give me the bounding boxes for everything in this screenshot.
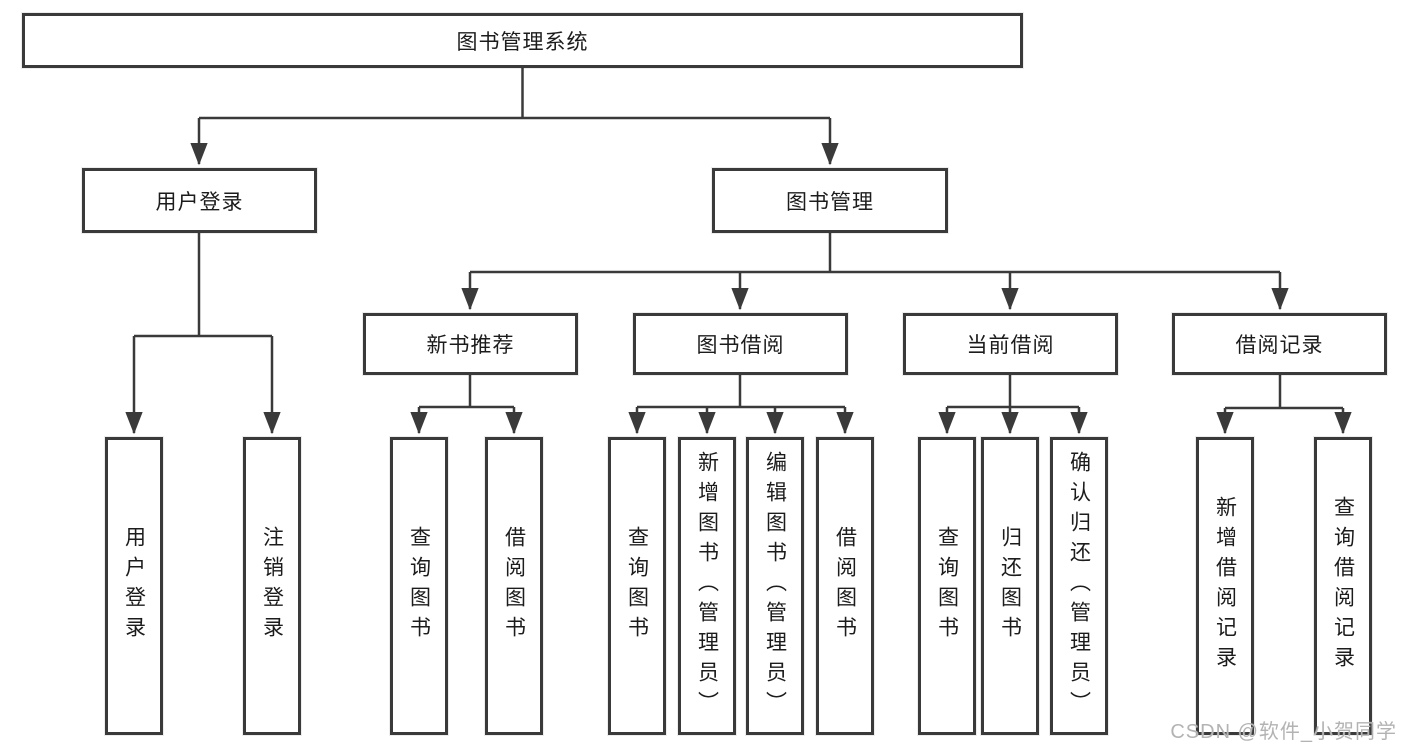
leaf-borrow-books: 借阅图书 bbox=[816, 437, 874, 735]
leaf-borrow-books-recommend: 借阅图书 bbox=[485, 437, 543, 735]
leaf-label: 借阅图书 bbox=[833, 526, 857, 646]
leaf-label: 确认归还（管理员） bbox=[1067, 451, 1091, 721]
node-library-system: 图书管理系统 bbox=[22, 13, 1023, 68]
leaf-query-books-borrow: 查询图书 bbox=[608, 437, 666, 735]
leaf-edit-books-admin: 编辑图书（管理员） bbox=[746, 437, 804, 735]
leaf-label: 用户登录 bbox=[122, 526, 146, 646]
node-book-borrow: 图书借阅 bbox=[633, 313, 848, 375]
leaf-query-books-recommend: 查询图书 bbox=[390, 437, 448, 735]
leaf-query-borrow-record: 查询借阅记录 bbox=[1314, 437, 1372, 735]
node-borrow-records: 借阅记录 bbox=[1172, 313, 1387, 375]
node-current-borrow: 当前借阅 bbox=[903, 313, 1118, 375]
leaf-logout: 注销登录 bbox=[243, 437, 301, 735]
leaf-add-borrow-record: 新增借阅记录 bbox=[1196, 437, 1254, 735]
leaf-label: 新增图书（管理员） bbox=[695, 451, 719, 721]
leaf-label: 新增借阅记录 bbox=[1213, 496, 1237, 676]
watermark: CSDN @软件_小贺同学 bbox=[1170, 721, 1397, 743]
node-book-management: 图书管理 bbox=[712, 168, 948, 233]
node-new-book-recommend: 新书推荐 bbox=[363, 313, 578, 375]
leaf-return-books: 归还图书 bbox=[981, 437, 1039, 735]
node-user-login: 用户登录 bbox=[82, 168, 317, 233]
leaf-label: 编辑图书（管理员） bbox=[763, 451, 787, 721]
leaf-confirm-return-admin: 确认归还（管理员） bbox=[1050, 437, 1108, 735]
leaf-label: 查询图书 bbox=[935, 526, 959, 646]
leaf-label: 查询图书 bbox=[407, 526, 431, 646]
leaf-add-books-admin: 新增图书（管理员） bbox=[678, 437, 736, 735]
leaf-user-login: 用户登录 bbox=[105, 437, 163, 735]
leaf-query-books-current: 查询图书 bbox=[918, 437, 976, 735]
leaf-label: 归还图书 bbox=[998, 526, 1022, 646]
leaf-label: 查询借阅记录 bbox=[1331, 496, 1355, 676]
leaf-label: 注销登录 bbox=[260, 526, 284, 646]
leaf-label: 借阅图书 bbox=[502, 526, 526, 646]
leaf-label: 查询图书 bbox=[625, 526, 649, 646]
